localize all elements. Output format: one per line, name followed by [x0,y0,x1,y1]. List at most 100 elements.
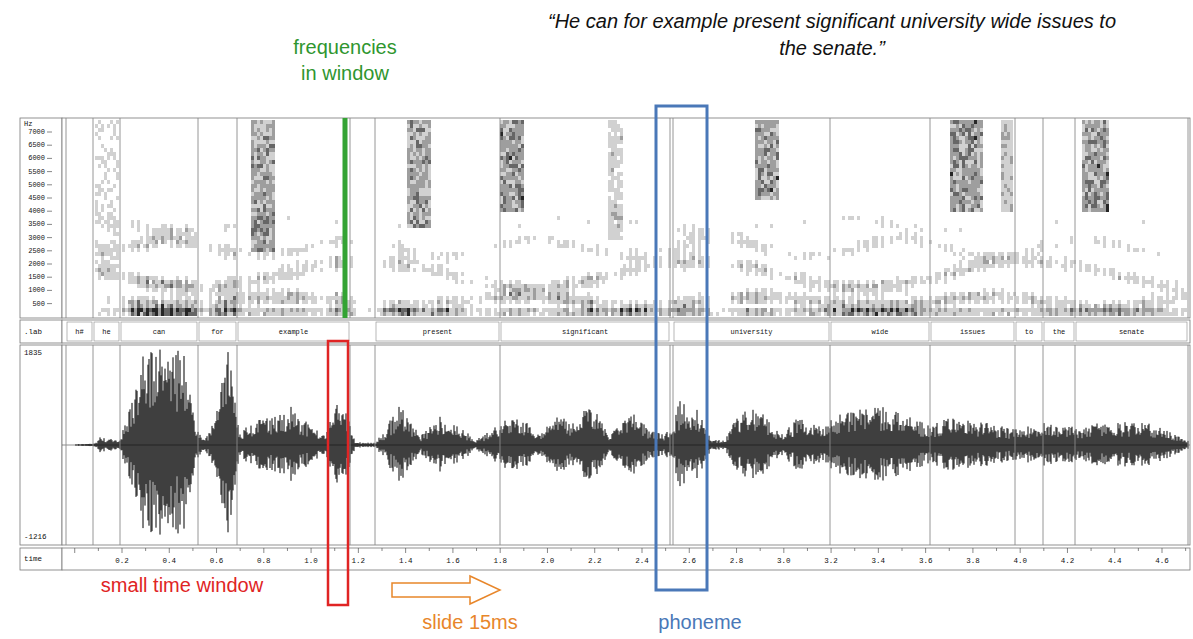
axis-name: time [24,555,42,563]
tick-mark [689,548,690,553]
word-label: issues [960,328,985,336]
tick-mark [358,548,359,553]
tick-mark [1162,548,1163,553]
word-cell [1044,322,1074,341]
tick-mark [192,548,193,551]
time-value: 3.6 [919,557,933,565]
boundary-line [1188,118,1189,318]
time-value: 2.8 [730,557,744,565]
time-value: 1.2 [352,557,366,565]
boundary-line [1075,345,1076,545]
word-label: can [153,328,166,336]
word-label: h# [75,328,83,336]
time-value: 1.6 [446,557,460,565]
tick-mark [783,548,784,553]
word-label: he [102,328,110,336]
frequency-value: 6500 [28,141,45,149]
word-cell [67,322,92,341]
frequency-value: 1500 [28,273,45,281]
tick-mark [996,548,997,551]
time-value: 4.6 [1155,557,1169,565]
frequency-value: 2000 [28,260,45,268]
tick-mark [122,548,123,553]
tick-mark [902,548,903,551]
time-value: 3.0 [777,557,791,565]
tick-mark [145,548,146,551]
tick-mark [878,548,879,553]
boundary-line [673,345,674,545]
time-ticks [75,548,1186,553]
frequency-value: 1000 [28,286,45,294]
tier-name: .lab [24,328,42,336]
tick-mark [594,548,595,553]
tick-mark [98,548,99,551]
tick-mark [47,184,52,185]
tick-mark [47,132,52,133]
tier-header [20,320,62,343]
tick-mark [169,548,170,553]
boundary-line [1188,345,1189,545]
amplitude-value: -1216 [24,533,47,541]
tick-mark [429,548,430,551]
time-value: 1.8 [493,557,507,565]
boundary-line [66,118,67,318]
time-value: 2.0 [541,557,555,565]
tick-mark [736,548,737,553]
word-label: for [211,328,224,336]
frequency-value: 6000 [28,154,45,162]
energy-level [131,120,1139,316]
word-label: to [1025,328,1033,336]
label-tier [62,320,1190,343]
waveform-trace [76,350,1188,535]
time-value: 0.6 [210,557,224,565]
boundary-line [670,118,671,318]
tick-mark [1138,548,1139,551]
time-window [328,341,348,605]
frequency-value: 4000 [28,207,45,215]
tick-mark [547,548,548,553]
phoneme-box [656,106,707,590]
boundary-line [66,345,67,545]
tick-mark [1067,548,1068,553]
slide-arrow [392,576,500,604]
frequency-value: 5500 [28,168,45,176]
spectrogram-energy [95,120,1187,316]
word-label: present [423,328,452,336]
word-label: wide [872,328,889,336]
frequency-value: 2500 [28,247,45,255]
time-value: 3.8 [966,557,980,565]
boundary-line [375,345,376,545]
annotation: phoneme [658,611,741,634]
word-cell [674,322,829,341]
axis-panel [20,548,62,570]
tick-mark [47,303,52,304]
time-value: 3.2 [824,557,838,565]
boundary-line [670,345,671,545]
tick-mark [500,548,501,553]
tick-mark [334,548,335,551]
time-value: 2.4 [635,557,649,565]
time-value: 3.4 [872,557,886,565]
time-value: 0.4 [163,557,177,565]
boundary-line [375,118,376,318]
time-value: 0.8 [257,557,271,565]
tick-mark [47,250,52,251]
boundary-line [500,345,501,545]
boundary-line [237,345,238,545]
annotation: slide 15ms [422,611,518,634]
boundary-line [1015,118,1016,318]
tick-mark [949,548,950,551]
boundary-line [350,118,351,318]
frequency-value: 3000 [28,234,45,242]
tick-mark [240,548,241,551]
tick-mark [47,277,52,278]
tick-mark [1091,548,1092,551]
word-cell [1076,322,1187,341]
boundary-line [930,345,931,545]
tick-mark [571,548,572,551]
time-value: 2.6 [683,557,697,565]
tick-mark [287,548,288,551]
boundary-line [198,345,199,545]
tick-mark [831,548,832,553]
